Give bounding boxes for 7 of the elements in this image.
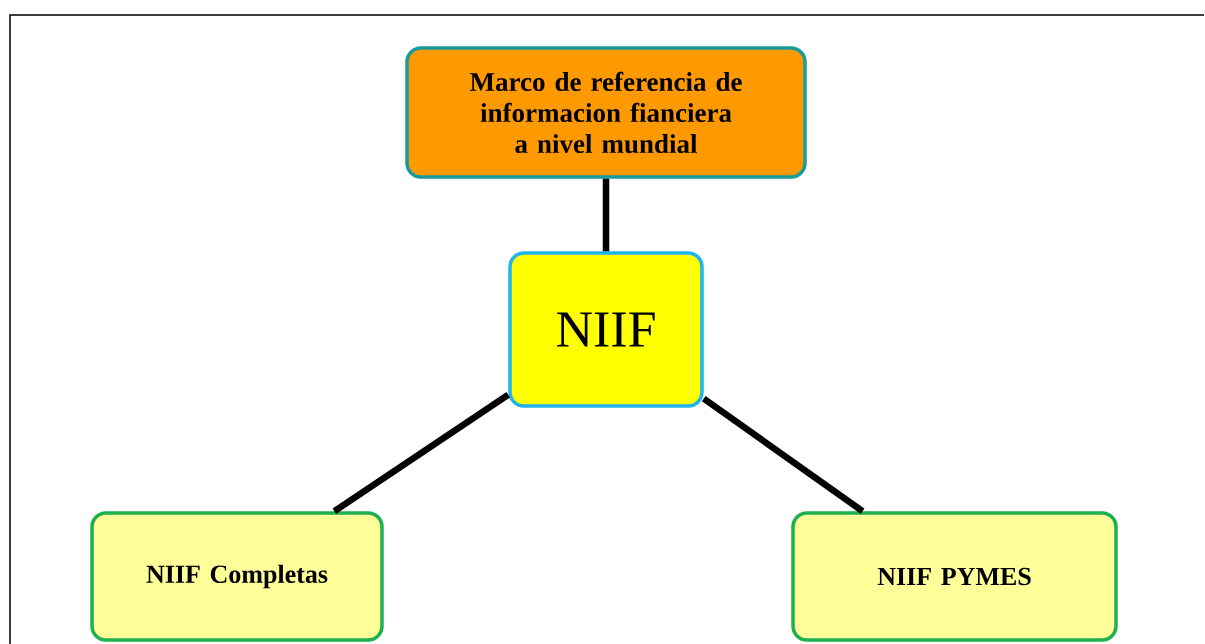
connector-line [602,178,610,252]
connector-line [332,392,511,514]
heading-box: Marco de referencia de informacion fianciera a nivel mundial [405,46,807,179]
center-box: NIIF [508,251,704,408]
connector-line [701,395,865,514]
branch-box: NIIF PYMES [791,511,1118,642]
branch-box: NIIF Completas [90,511,384,642]
